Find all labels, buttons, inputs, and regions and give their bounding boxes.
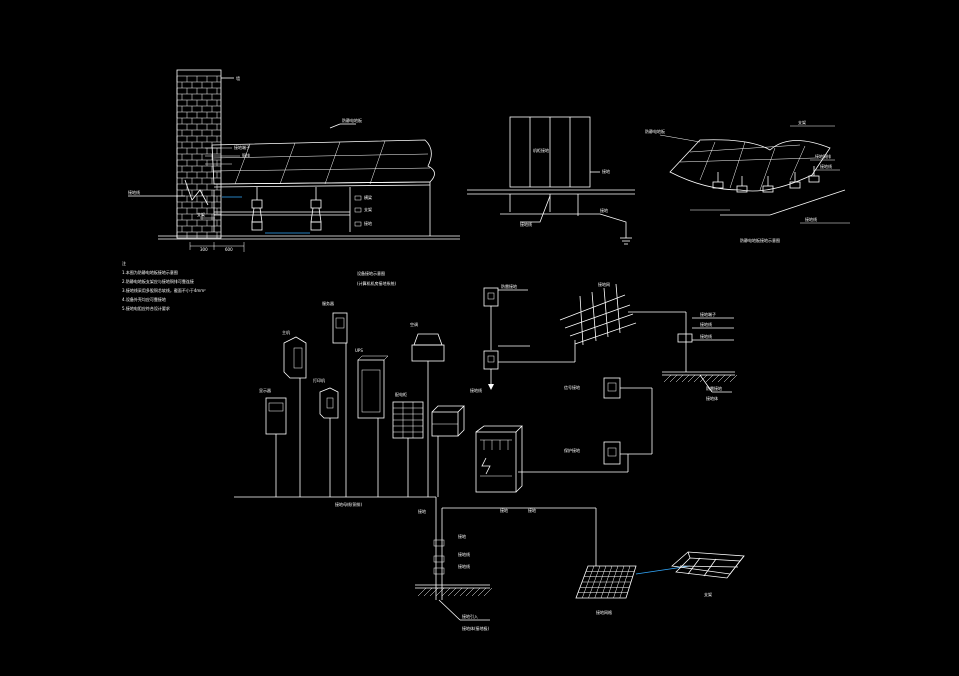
svg-text:接地: 接地 — [418, 508, 426, 514]
svg-text:打印机: 打印机 — [313, 377, 325, 383]
right-ground-terminal: 接地端子 接地线 接地线 防雷接地 接地体 — [662, 311, 738, 401]
svg-text:接地端子: 接地端子 — [700, 311, 716, 317]
floor-frame — [671, 551, 745, 579]
svg-text:5.接地电阻应符合设计要求: 5.接地电阻应符合设计要求 — [122, 305, 170, 311]
svg-text:接地网: 接地网 — [598, 281, 610, 287]
svg-text:设备接地示意图: 设备接地示意图 — [357, 270, 385, 276]
svg-text:支架: 支架 — [364, 206, 372, 212]
notes-heading: 注 — [122, 260, 126, 266]
svg-text:接地: 接地 — [458, 533, 466, 539]
socket-protective: 保护接地 — [564, 441, 652, 465]
svg-text:接地线: 接地线 — [520, 221, 532, 227]
svg-text:防雷接地: 防雷接地 — [706, 385, 722, 391]
svg-text:2.防静电地板支架应与接地铜排可靠连接: 2.防静电地板支架应与接地铜排可靠连接 — [122, 278, 194, 284]
svg-text:接地线: 接地线 — [820, 163, 832, 169]
svg-text:(计算机机房接地系统): (计算机机房接地系统) — [357, 280, 397, 286]
device-printer: 打印机 — [313, 377, 339, 497]
svg-text:支架: 支架 — [197, 211, 205, 217]
device-monitor: 显示器 — [259, 388, 287, 497]
svg-text:空调: 空调 — [410, 321, 418, 327]
floor-mesh: 接地网格 — [575, 565, 637, 615]
bus-label: 接地母线(铜排) — [335, 501, 363, 507]
svg-text:接地引入: 接地引入 — [462, 613, 478, 619]
svg-text:主机: 主机 — [282, 329, 290, 335]
svg-text:防静电地板: 防静电地板 — [645, 128, 665, 134]
svg-text:UPS: UPS — [355, 348, 363, 353]
socket-top-2 — [483, 350, 499, 370]
socket-top-1 — [483, 287, 499, 307]
svg-text:配电柜: 配电柜 — [395, 391, 407, 397]
svg-text:支架: 支架 — [704, 591, 712, 597]
svg-text:接地: 接地 — [500, 507, 508, 513]
device-rack — [431, 405, 465, 497]
svg-text:接地: 接地 — [528, 507, 536, 513]
device-server: 服务器 — [322, 300, 348, 497]
svg-text:300: 300 — [200, 247, 208, 252]
svg-text:4.设备外壳均应可靠接地: 4.设备外壳均应可靠接地 — [122, 296, 166, 302]
svg-text:支架: 支架 — [798, 119, 806, 125]
svg-text:接地端子: 接地端子 — [234, 144, 250, 150]
equipment-grounding-diagram: 设备接地示意图 (计算机机房接地系统) 接地母线(铜排) 显示器 主机 打印机 — [234, 270, 745, 631]
device-distribution-panel: 配电柜 — [392, 391, 424, 497]
svg-text:接地: 接地 — [600, 207, 608, 213]
iso-floor-drawing: 防静电地板 支架 接地铜排 接地线 接地线 防静电地板接地示意图 — [645, 119, 850, 243]
svg-text:接地线: 接地线 — [805, 216, 817, 222]
svg-text:信号接地: 信号接地 — [564, 384, 580, 390]
svg-text:接地体: 接地体 — [706, 395, 718, 401]
device-host: 主机 — [282, 329, 307, 497]
device-air-conditioner: 空调 — [410, 321, 445, 497]
svg-text:接地线: 接地线 — [700, 321, 712, 327]
svg-text:机柜接地: 机柜接地 — [533, 147, 549, 153]
svg-text:铜排: 铜排 — [242, 152, 250, 158]
floor-label: 防静电地板 — [342, 117, 362, 123]
svg-text:接地: 接地 — [364, 220, 372, 226]
svg-text:1.本图为防静电地板接地示意图: 1.本图为防静电地板接地示意图 — [122, 269, 178, 275]
svg-text:防雷接地: 防雷接地 — [501, 283, 517, 289]
svg-text:接地网格: 接地网格 — [596, 609, 612, 615]
wall-label: 墙 — [236, 75, 240, 81]
svg-text:接地线: 接地线 — [458, 563, 470, 569]
svg-text:显示器: 显示器 — [259, 388, 271, 393]
main-cabinet — [475, 425, 523, 493]
svg-text:接地铜排: 接地铜排 — [815, 153, 831, 159]
svg-text:接地体(接地极): 接地体(接地极) — [462, 625, 490, 631]
svg-text:横梁: 横梁 — [364, 194, 372, 200]
svg-text:保护接地: 保护接地 — [564, 447, 580, 453]
ground-grid — [559, 283, 637, 346]
svg-text:3.接地线采用多股铜芯软线，截面不小于4mm²: 3.接地线采用多股铜芯软线，截面不小于4mm² — [122, 287, 206, 293]
notes-block: 注 1.本图为防静电地板接地示意图 2.防静电地板支架应与接地铜排可靠连接 3.… — [122, 260, 206, 311]
device-ups: UPS — [355, 348, 389, 497]
socket-signal: 信号接地 — [564, 377, 652, 399]
cabinet-grounding-drawing: 机柜接地 接地 接地线 接地 — [467, 116, 635, 245]
floor-section-drawing: 墙 防静电地板 接地端子 铜排 — [128, 69, 460, 252]
svg-text:接地: 接地 — [602, 168, 610, 174]
ground-wire-label: 接地线 — [128, 189, 140, 195]
svg-text:防静电地板接地示意图: 防静电地板接地示意图 — [740, 237, 780, 243]
svg-text:接地线: 接地线 — [470, 387, 482, 393]
svg-text:服务器: 服务器 — [322, 300, 334, 306]
svg-text:接地线: 接地线 — [458, 551, 470, 557]
svg-text:600: 600 — [225, 247, 233, 252]
svg-text:接地线: 接地线 — [700, 333, 712, 339]
